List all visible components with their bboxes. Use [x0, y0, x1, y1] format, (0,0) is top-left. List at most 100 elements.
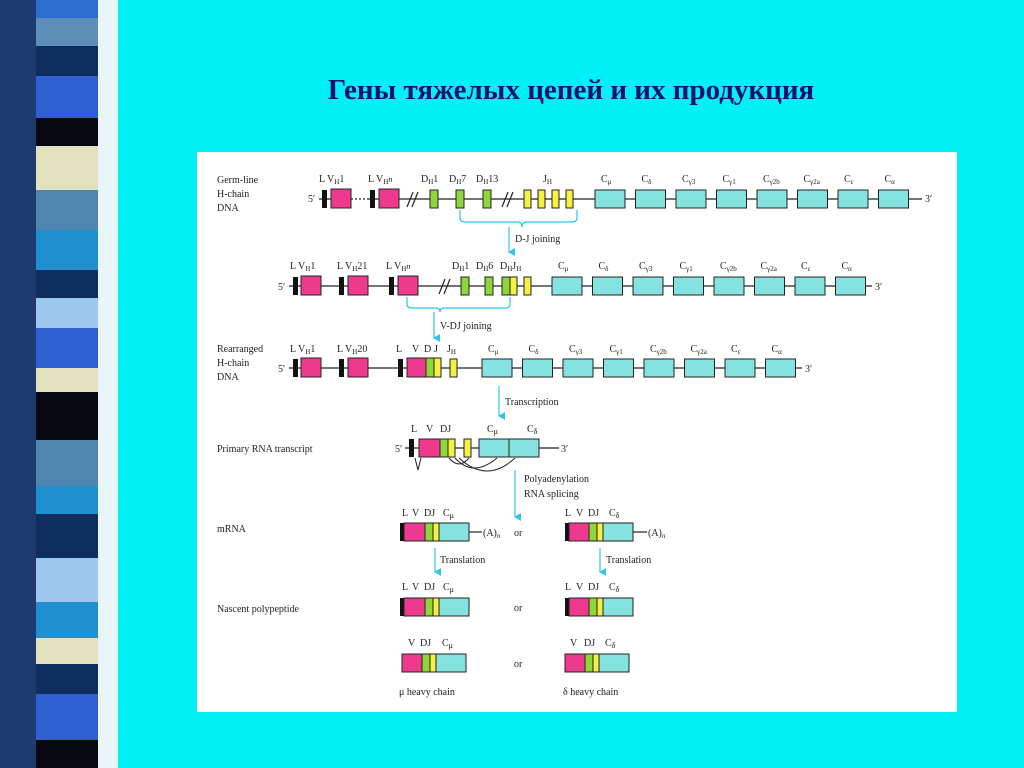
step-label: Transcription [505, 397, 559, 408]
gene-label: DH1 [421, 174, 438, 186]
gene-label: Cδ [527, 424, 538, 436]
gene-label: DJ [588, 508, 599, 519]
gene-label: J [434, 344, 438, 355]
gene-label: Cμ [442, 638, 453, 650]
constant-gene-box [713, 276, 745, 296]
polya-tail: (A)n [648, 528, 666, 540]
constant-gene-label: Cε [731, 344, 741, 356]
prime-5-label: 5′ [278, 364, 285, 375]
j-segment [447, 438, 456, 458]
gene-label: DJ [424, 508, 435, 519]
prime-3-label: 3′ [925, 194, 932, 205]
splicing-step: Polyadenylation RNA splicing [514, 470, 589, 521]
constant-gene-box [684, 358, 715, 378]
gene-label: L VH21 [337, 261, 367, 273]
dj-segment [501, 276, 511, 296]
gene-label: Cμ [443, 582, 454, 594]
row-label: DNA [217, 203, 239, 214]
gene-label: V [576, 508, 584, 519]
constant-gene-box [592, 276, 623, 296]
row-label: H-chain [217, 358, 249, 369]
constant-gene-label: Cμ [601, 174, 612, 186]
gene-label: L [402, 582, 408, 593]
j-segment [432, 597, 440, 617]
dh-segment [482, 189, 492, 209]
dh-segment [429, 189, 439, 209]
constant-gene-label: Cδ [529, 344, 540, 356]
v-segment [406, 357, 427, 378]
v-segment [403, 522, 426, 542]
constant-gene-label: Cγ3 [639, 261, 653, 273]
jh-segment [449, 358, 458, 378]
c-mu-segment [438, 597, 470, 617]
row-label: H-chain [217, 189, 249, 200]
j-segment [433, 357, 442, 378]
constant-gene-box [794, 276, 826, 296]
j-segment [596, 597, 604, 617]
gene-label: L [411, 424, 417, 435]
constant-gene-label: Cα [772, 344, 783, 356]
constant-gene-label: Cγ2b [763, 174, 780, 186]
jh-segment [551, 189, 560, 209]
vh-segment [347, 275, 369, 296]
v-segment [564, 653, 586, 673]
gene-label: V [412, 508, 420, 519]
gene-label: L VH1 [319, 174, 344, 186]
constant-gene-box [603, 358, 634, 378]
gene-label: L VHn [386, 261, 410, 273]
jh-segment [509, 276, 518, 296]
constant-gene-label: Cγ1 [610, 344, 624, 356]
dj-joining-step: D-J joining [459, 210, 578, 256]
constant-gene-box [754, 276, 785, 296]
constant-gene-box [562, 358, 594, 378]
constant-gene-box [632, 276, 664, 296]
or-label: or [514, 603, 523, 614]
gene-label: L [565, 508, 571, 519]
gene-label: V [426, 424, 434, 435]
constant-gene-box [643, 358, 675, 378]
constant-gene-box [835, 276, 866, 296]
dh-segment [460, 276, 470, 296]
j-segment [429, 653, 437, 673]
constant-gene-box [522, 358, 553, 378]
constant-gene-box [716, 189, 747, 209]
constant-gene-label: Cγ2b [650, 344, 667, 356]
gene-label: V [576, 582, 584, 593]
constant-gene-box [551, 276, 583, 296]
gene-label: JH [447, 344, 456, 356]
gene-label: V [412, 344, 420, 355]
c-mu-segment [478, 438, 510, 458]
row-label: DNA [217, 372, 239, 383]
row-label: Nascent polypeptide [217, 604, 299, 615]
step-label: D-J joining [515, 234, 560, 245]
constant-gene-label: Cμ [488, 344, 499, 356]
delta-heavy-chain-caption: δ heavy chain [563, 687, 618, 698]
d-segment [425, 357, 435, 378]
vh-segment [397, 275, 419, 296]
gene-label: Cδ [605, 638, 616, 650]
vh-segment [378, 188, 400, 209]
prime-5-label: 5′ [395, 444, 402, 455]
gene-label: Cμ [443, 508, 454, 520]
prime-3-label: 3′ [805, 364, 812, 375]
d-segment [588, 597, 598, 617]
dh-segment [455, 189, 465, 209]
constant-gene-label: Cα [885, 174, 896, 186]
step-label: Translation [606, 555, 651, 566]
germline-row: Germ-line H-chain DNA 5′ 3′ L VH1 [217, 174, 932, 214]
vh-segment [330, 188, 352, 209]
gene-label: L [565, 582, 571, 593]
gene-label: DJ [424, 582, 435, 593]
constant-gene-label: Cα [842, 261, 853, 273]
v-segment [401, 653, 423, 673]
prime-3-label: 3′ [875, 282, 882, 293]
prime-5-label: 5′ [308, 194, 315, 205]
or-label: or [514, 528, 523, 539]
d-segment [424, 522, 434, 542]
c-delta-segment [602, 522, 634, 542]
constant-gene-label: Cδ [642, 174, 653, 186]
row-label: mRNA [217, 524, 247, 535]
gene-label: V [408, 638, 416, 649]
c-mu-segment [438, 522, 470, 542]
d-segment [588, 522, 598, 542]
